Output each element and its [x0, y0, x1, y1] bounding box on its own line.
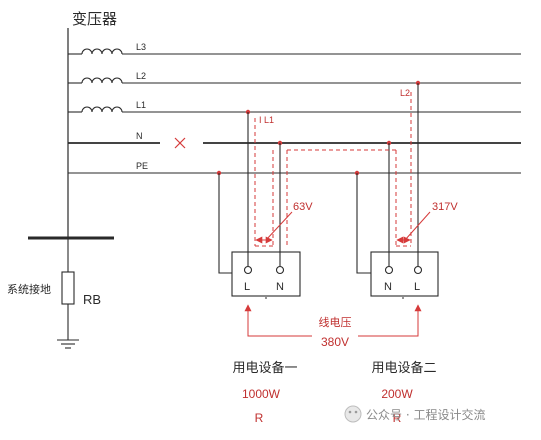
device1-terminal-n-label: N — [276, 281, 284, 293]
current-label-l2: L2 — [400, 88, 410, 98]
connection-dots — [216, 80, 421, 176]
label-l2: L2 — [136, 71, 146, 81]
line-voltage-name: 线电压 — [319, 315, 352, 329]
voltage1-label: 63V — [293, 201, 313, 213]
watermark: 公众号 · 工程设计交流 — [344, 405, 485, 423]
device1-terminal-l-label: L — [244, 281, 250, 293]
transformer-title: 变压器 — [72, 10, 117, 28]
earth-symbol — [57, 339, 79, 349]
device2-power: 200W — [381, 387, 413, 401]
grounding-label: 系统接地 — [7, 283, 51, 296]
coil-l2 — [68, 77, 123, 84]
device2-box — [370, 251, 439, 297]
device1-terminal-n — [275, 265, 285, 275]
coil-l3 — [68, 48, 123, 55]
device1-name: 用电设备一 — [232, 360, 297, 376]
device2-name: 用电设备二 — [371, 360, 436, 376]
ground-resistor — [61, 271, 75, 305]
resistor-label: RB — [83, 292, 101, 307]
label-n: N — [136, 131, 143, 141]
line-voltage-value: 380V — [321, 335, 349, 349]
current-path-1 — [254, 118, 274, 247]
watermark-text: 公众号 · 工程设计交流 — [366, 407, 485, 422]
label-pe: PE — [136, 161, 148, 171]
voltage1-leader — [265, 211, 293, 241]
current-label-il1: I L1 — [259, 115, 274, 125]
coil-l1 — [68, 106, 123, 113]
device1-box — [231, 251, 301, 297]
line-voltage-label-bg — [312, 312, 358, 352]
label-l3: L3 — [136, 42, 146, 52]
label-l1: L1 — [136, 100, 146, 110]
device1-terminal-l — [243, 265, 253, 275]
device2-pe-wire — [356, 173, 371, 274]
voltage2-leader — [404, 211, 431, 241]
device2-terminal-n-label: N — [384, 281, 392, 293]
device2-terminal-l-label: L — [414, 281, 420, 293]
voltage2-label: 317V — [432, 201, 458, 213]
device2-terminal-n — [384, 265, 394, 275]
device1-load: R — [255, 411, 264, 425]
current-path-2 — [286, 92, 412, 247]
device1-pe-wire — [218, 173, 232, 274]
device2-terminal-l — [413, 265, 423, 275]
wechat-icon — [344, 405, 362, 423]
device1-power: 1000W — [242, 387, 281, 401]
device2-load: R — [393, 411, 402, 425]
neutral-break-mark — [174, 137, 186, 149]
